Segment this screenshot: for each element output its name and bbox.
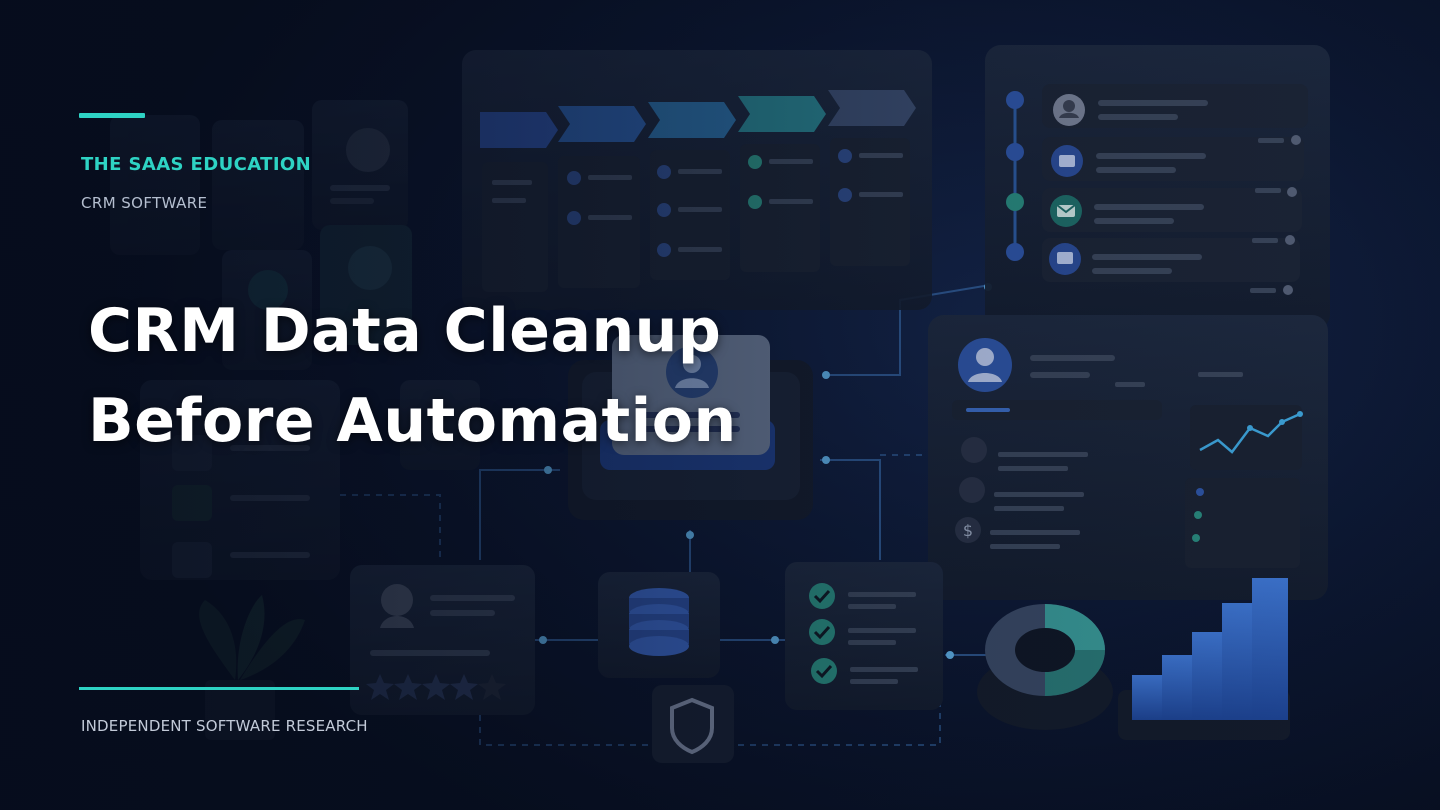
mail-icon (1050, 195, 1082, 227)
accent-bar-top (79, 113, 145, 118)
shield-icon (670, 697, 714, 755)
page-title-line-1: CRM Data Cleanup (88, 296, 722, 366)
accent-bar-bottom (79, 687, 359, 690)
building-icon (959, 477, 985, 503)
checkmark-icon (809, 583, 837, 684)
plant-icon (199, 595, 305, 740)
page-title: CRM Data Cleanup Before Automation (88, 286, 848, 466)
database-icon (629, 588, 689, 656)
page-title-line-2: Before Automation (88, 386, 737, 456)
dollar-icon: $ (955, 517, 981, 543)
chat-icon (1049, 243, 1081, 275)
svg-text:$: $ (963, 521, 973, 540)
star-icon (366, 674, 506, 700)
user-icon (1053, 94, 1085, 126)
brand-name: THE SAAS EDUCATION (81, 154, 312, 175)
footer-tagline: INDEPENDENT SOFTWARE RESEARCH (81, 717, 368, 735)
briefcase-icon (1051, 145, 1083, 177)
category-label: CRM SOFTWARE (81, 194, 208, 212)
